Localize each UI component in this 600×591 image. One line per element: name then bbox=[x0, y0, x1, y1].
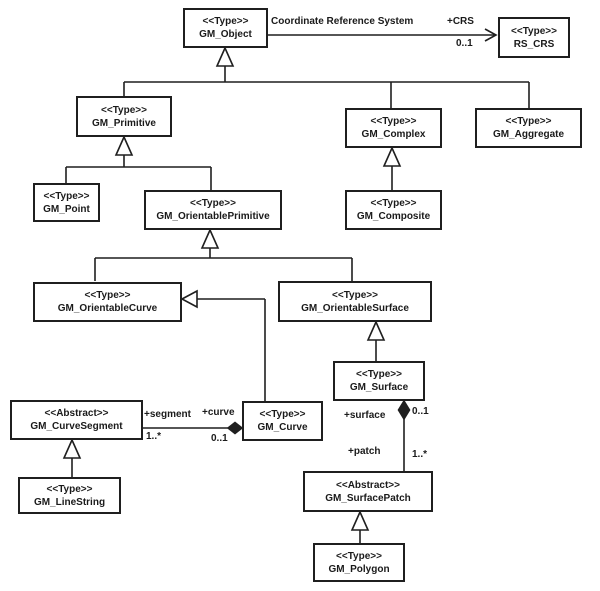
class-box-gm-orientable-curve: <<Type>> GM_OrientableCurve bbox=[33, 282, 182, 322]
class-name: GM_Primitive bbox=[92, 117, 156, 129]
multiplicity-label-segment: 1..* bbox=[146, 431, 162, 442]
edge-gen-curve-orientablecurve bbox=[180, 289, 266, 401]
role-label-curve: +curve bbox=[202, 407, 235, 418]
edge-gen-surface-orientablesurface bbox=[366, 320, 386, 361]
class-box-gm-orientable-primitive: <<Type>> GM_OrientablePrimitive bbox=[144, 190, 282, 230]
class-name: RS_CRS bbox=[513, 38, 555, 50]
class-box-gm-primitive: <<Type>> GM_Primitive bbox=[76, 96, 172, 137]
class-name: GM_SurfacePatch bbox=[325, 492, 411, 504]
edge-gen-primitive-children bbox=[65, 135, 212, 190]
multiplicity-label-surface: 0..1 bbox=[412, 406, 429, 417]
edge-gen-composite-complex bbox=[382, 146, 402, 190]
class-name: GM_Point bbox=[43, 203, 90, 215]
class-box-gm-surface-patch: <<Abstract>> GM_SurfacePatch bbox=[303, 471, 433, 512]
class-box-gm-point: <<Type>> GM_Point bbox=[33, 183, 100, 222]
multiplicity-label-curve: 0..1 bbox=[211, 433, 228, 444]
class-box-gm-aggregate: <<Type>> GM_Aggregate bbox=[475, 108, 582, 148]
class-name: GM_OrientableCurve bbox=[57, 303, 158, 314]
class-name: GM_Object bbox=[199, 29, 252, 40]
stereotype-label: <<Type>> bbox=[511, 25, 557, 37]
class-name: GM_Complex bbox=[361, 129, 426, 140]
class-box-gm-line-string: <<Type>> GM_LineString bbox=[18, 477, 121, 514]
class-box-gm-curve: <<Type>> GM_Curve bbox=[242, 401, 323, 441]
edge-gen-object-children bbox=[123, 46, 530, 108]
edge-gen-orientableprimitive-children bbox=[94, 228, 353, 281]
role-label-surface: +surface bbox=[344, 410, 386, 421]
stereotype-label: <<Type>> bbox=[332, 289, 378, 301]
stereotype-label: <<Type>> bbox=[190, 198, 236, 209]
class-name: GM_OrientablePrimitive bbox=[156, 211, 270, 222]
class-box-rs-crs: <<Type>> RS_CRS bbox=[498, 17, 570, 58]
class-name: GM_LineString bbox=[33, 496, 106, 508]
stereotype-label: <<Type>> bbox=[202, 16, 249, 27]
edge-gen-polygon-surfacepatch bbox=[350, 510, 370, 543]
class-box-gm-object: <<Type>> GM_Object bbox=[183, 8, 268, 48]
stereotype-label: <<Type>> bbox=[505, 116, 552, 127]
stereotype-label: <<Abstract>> bbox=[336, 479, 400, 491]
edge-gen-linestring-curvesegment bbox=[62, 438, 82, 477]
stereotype-label: <<Type>> bbox=[356, 369, 402, 380]
role-label-crs: +CRS bbox=[447, 16, 474, 27]
class-name: GM_Polygon bbox=[328, 563, 390, 575]
stereotype-label: <<Abstract>> bbox=[44, 408, 109, 419]
stereotype-label: <<Type>> bbox=[336, 550, 382, 562]
stereotype-label: <<Type>> bbox=[84, 290, 131, 301]
stereotype-label: <<Type>> bbox=[43, 190, 90, 202]
stereotype-label: <<Type>> bbox=[259, 409, 306, 420]
stereotype-label: <<Type>> bbox=[46, 483, 93, 495]
class-name: GM_Curve bbox=[257, 422, 308, 433]
class-box-gm-polygon: <<Type>> GM_Polygon bbox=[313, 543, 405, 582]
class-box-gm-complex: <<Type>> GM_Complex bbox=[345, 108, 442, 148]
stereotype-label: <<Type>> bbox=[370, 198, 417, 209]
class-name: GM_CurveSegment bbox=[30, 421, 123, 432]
edge-comp-surface-surfacepatch bbox=[397, 399, 411, 471]
role-label-patch: +patch bbox=[348, 446, 381, 457]
class-name: GM_Composite bbox=[356, 211, 431, 222]
class-box-gm-composite: <<Type>> GM_Composite bbox=[345, 190, 442, 230]
class-box-gm-surface: <<Type>> GM_Surface bbox=[333, 361, 425, 401]
multiplicity-label-crs: 0..1 bbox=[456, 38, 473, 49]
stereotype-label: <<Type>> bbox=[101, 104, 147, 116]
class-box-gm-orientable-surface: <<Type>> GM_OrientableSurface bbox=[278, 281, 432, 322]
class-name: GM_Surface bbox=[349, 382, 409, 393]
multiplicity-label-patch: 1..* bbox=[412, 449, 428, 460]
class-box-gm-curve-segment: <<Abstract>> GM_CurveSegment bbox=[10, 400, 143, 440]
edge-comp-curve-curvesegment bbox=[143, 421, 244, 435]
class-name: GM_OrientableSurface bbox=[301, 302, 409, 314]
stereotype-label: <<Type>> bbox=[370, 116, 417, 127]
role-label-segment: +segment bbox=[144, 409, 191, 420]
edge-object-to-rscrs bbox=[268, 28, 498, 42]
association-name-crs: Coordinate Reference System bbox=[271, 16, 414, 27]
class-name: GM_Aggregate bbox=[492, 129, 565, 140]
